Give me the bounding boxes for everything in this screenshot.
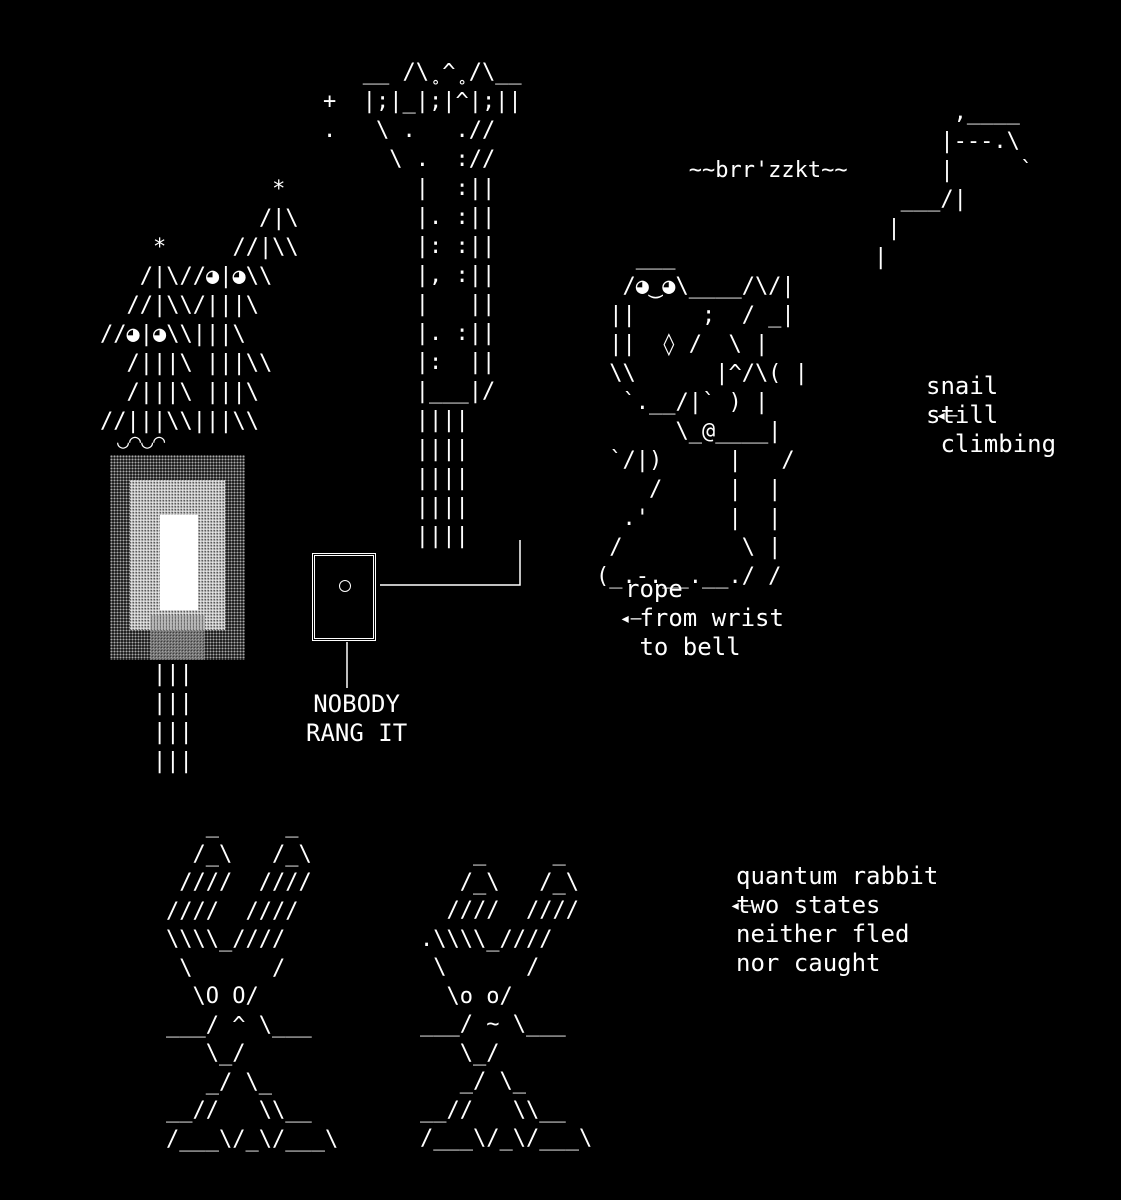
bell-knob-icon	[339, 580, 351, 592]
rope-note: rope from wrist to bell	[625, 575, 784, 661]
lamp-pole-art: ||| ||| ||| |||	[153, 662, 193, 774]
arrow-left-icon: ◂—	[619, 608, 642, 629]
rabbit-left-art: _ _ /_\ /_\ //// //// //// //// \\\\_///…	[166, 813, 339, 1152]
rabbit-annotation: ◂—	[672, 862, 752, 950]
lamp-core	[160, 515, 198, 610]
arrow-left-icon: ◂—	[935, 405, 958, 426]
trees-smile-art: ◡◠◡◠	[117, 429, 166, 453]
rabbit-right-art: _ _ /_\ /_\ //// //// .\\\\_//// \ / \o …	[420, 841, 593, 1151]
arrow-left-icon: ◂—	[729, 895, 752, 916]
glowing-lamp	[110, 455, 245, 660]
snail-annotation: ◂—	[878, 372, 958, 460]
rope-annotation: ◂—	[562, 575, 642, 663]
snail-note: snail still climbing	[926, 372, 1057, 458]
rabbit-note: quantum rabbit two states neither fled n…	[736, 862, 939, 977]
christmas-trees-art: * /|\ * //|\\ /|\//◕|◕\\ //|\\/|||\ //◕|…	[100, 177, 299, 434]
lamp-base	[150, 615, 205, 660]
tower-art: __ /\˳^˳/\__ + |;|_|;|^|;|| . \ . .// \ …	[323, 60, 522, 549]
bell-note: NOBODY RANG IT	[306, 690, 408, 747]
snail-figure-art: ,____ |---.\ ~~brr'zzkt~~ | ` ___/| | __…	[596, 100, 1034, 589]
bell-box	[312, 553, 376, 641]
